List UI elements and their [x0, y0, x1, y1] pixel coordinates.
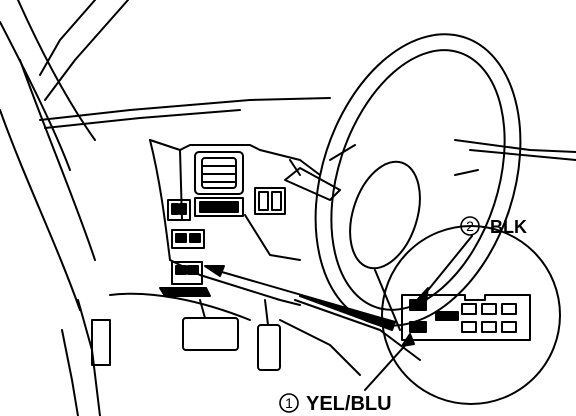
callout-yel-blu: 1 YEL/BLU [279, 393, 392, 415]
connector-location [159, 261, 211, 297]
accelerator-pedal [257, 299, 281, 371]
windshield-edge [39, 97, 576, 161]
connector-face [401, 294, 531, 341]
center-vent [194, 151, 244, 195]
callout-label: BLK [490, 217, 527, 237]
zoom-circle [381, 225, 561, 405]
callout-number: 2 [466, 218, 474, 234]
brake-pedal [182, 299, 239, 351]
a-pillar [0, 0, 129, 416]
callout-blk: 2 BLK [460, 216, 527, 237]
fuse-box [167, 199, 205, 249]
steering-column [279, 159, 421, 376]
pointer-arrow [204, 265, 396, 331]
callout-number-circle [460, 216, 480, 236]
callout-number: 1 [285, 395, 293, 411]
switch-panel [194, 187, 286, 217]
floor-pedal-left [91, 319, 111, 366]
leader-lines [364, 235, 473, 391]
callout-number-circle [279, 393, 299, 413]
callout-label: YEL/BLU [306, 393, 392, 415]
